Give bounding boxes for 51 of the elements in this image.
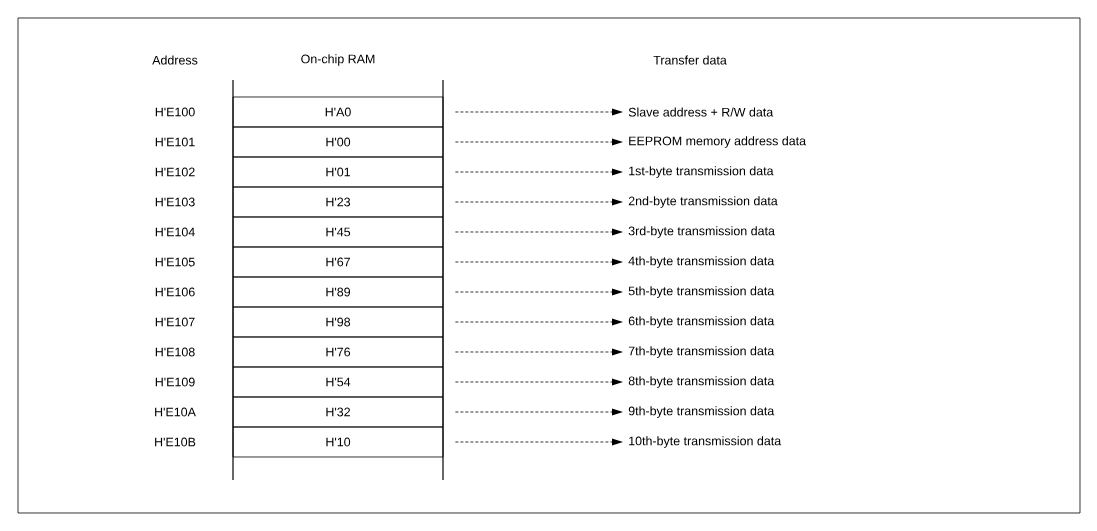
memory-cell: H'23 bbox=[232, 186, 444, 218]
transfer-data-text: 5th-byte transmission data bbox=[628, 286, 775, 298]
memory-cell: H'01 bbox=[232, 156, 444, 188]
address-label: H'E108 bbox=[155, 347, 195, 357]
arrow bbox=[455, 348, 623, 356]
arrow bbox=[455, 258, 623, 266]
address-label: H'E101 bbox=[155, 137, 195, 147]
address-label: H'E104 bbox=[155, 227, 195, 237]
memory-cell: H'45 bbox=[232, 216, 444, 248]
transfer-data-text: 1st-byte transmission data bbox=[629, 166, 774, 178]
arrow bbox=[455, 138, 623, 146]
memory-cell: H'10 bbox=[232, 426, 444, 458]
transfer-data-text: EEPROM memory address data bbox=[629, 136, 807, 148]
transfer-data-text: 9th-byte transmission data bbox=[628, 406, 775, 418]
transfer-data-text: 10th-byte transmission data bbox=[629, 436, 782, 448]
arrow bbox=[455, 408, 623, 416]
address-label: H'E106 bbox=[155, 287, 195, 297]
transfer-data-text: 3rd-byte transmission data bbox=[628, 226, 775, 238]
transfer-data-text: 2nd-byte transmission data bbox=[628, 196, 778, 208]
memory-cell: H'00 bbox=[232, 126, 444, 158]
arrow bbox=[455, 108, 623, 116]
transfer-data-text: 8th-byte transmission data bbox=[628, 376, 775, 388]
address-label: H'E103 bbox=[155, 197, 195, 207]
arrow bbox=[455, 228, 623, 236]
arrow bbox=[455, 168, 623, 176]
address-label: H'E10B bbox=[155, 437, 196, 447]
column-header: Transfer data bbox=[653, 55, 727, 65]
memory-cell: H'A0 bbox=[232, 96, 444, 128]
memory-cell: H'32 bbox=[232, 396, 444, 428]
column-header: On-chip RAM bbox=[301, 54, 375, 66]
address-label: H'E102 bbox=[155, 167, 195, 177]
arrow bbox=[455, 438, 623, 446]
transfer-data-text: Slave address + R/W data bbox=[628, 107, 774, 117]
memory-cell: H'89 bbox=[232, 276, 444, 308]
address-label: H'E10A bbox=[155, 407, 196, 417]
address-label: H'E109 bbox=[155, 377, 195, 387]
arrow bbox=[455, 288, 623, 296]
column-header: Address bbox=[152, 55, 198, 65]
address-label: H'E105 bbox=[155, 257, 195, 267]
memory-cell: H'67 bbox=[232, 246, 444, 278]
transfer-data-text: 6th-byte transmission data bbox=[628, 316, 775, 328]
arrow bbox=[455, 318, 623, 326]
arrow bbox=[455, 198, 623, 206]
arrow bbox=[455, 378, 623, 386]
address-label: H'E107 bbox=[155, 317, 195, 327]
address-label: H'E100 bbox=[155, 107, 195, 117]
transfer-data-text: 4th-byte transmission data bbox=[628, 256, 775, 268]
memory-cell: H'54 bbox=[232, 366, 444, 398]
memory-cell: H'76 bbox=[232, 336, 444, 368]
memory-cell: H'98 bbox=[232, 306, 444, 338]
transfer-data-text: 7th-byte transmission data bbox=[628, 346, 775, 358]
